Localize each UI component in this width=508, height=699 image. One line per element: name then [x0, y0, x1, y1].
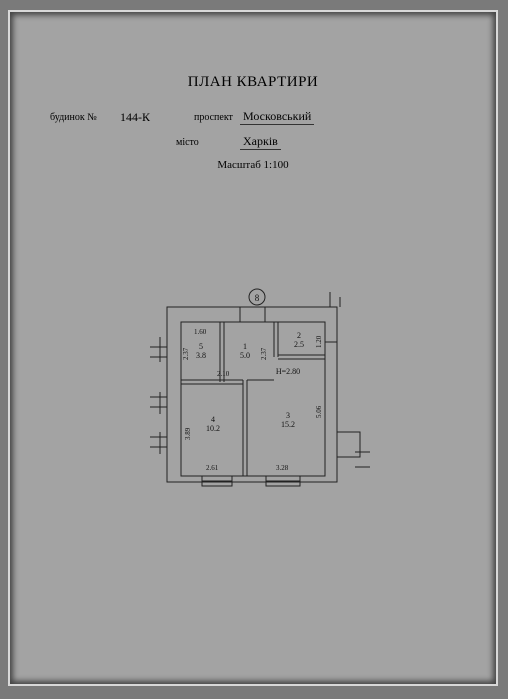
city-name: Харків — [240, 134, 281, 150]
right-stub-top — [329, 292, 341, 307]
city-label: місто — [176, 137, 199, 148]
left-stub-1 — [150, 346, 167, 358]
left-stub-3 — [150, 436, 167, 448]
dim-1-20: 1.20 — [315, 335, 323, 348]
building-label: будинок № — [50, 112, 97, 123]
room-4-area: 10.2 — [206, 424, 220, 433]
outer-wall-inner — [180, 321, 326, 477]
room-3-area: 15.2 — [281, 420, 295, 429]
building-number: 144-К — [120, 110, 150, 124]
dim-2-37a: 2.37 — [182, 347, 190, 360]
room-2-id: 2 — [297, 331, 301, 340]
right-wall-extension — [337, 431, 361, 458]
room-5-id: 5 — [199, 342, 203, 351]
street-name: Московський — [240, 109, 315, 125]
axis-marker-label: 8 — [255, 293, 260, 303]
room-1-id: 1 — [243, 342, 247, 351]
street-type-label: проспект — [194, 112, 233, 123]
dim-1-60: 1.60 — [194, 328, 207, 336]
room-4-id: 4 — [211, 415, 215, 424]
room-3-id: 3 — [286, 411, 290, 420]
ceiling-height-label: Н=2.80 — [276, 367, 300, 376]
dim-2-10: 2.10 — [217, 370, 230, 378]
scale-label: Масштаб 1:100 — [217, 159, 289, 171]
dim-2-61: 2.61 — [206, 464, 219, 472]
right-stub-bottom — [355, 451, 370, 468]
outer-wall-outer — [166, 306, 338, 483]
room-2-area: 2.5 — [294, 340, 304, 349]
left-stub-2 — [150, 396, 167, 408]
floor-plan: 8 5 3.8 1 5.0 2 2.5 4 10.2 3 15.2 Н=2.80… — [150, 288, 370, 487]
dim-2-37b: 2.37 — [260, 347, 268, 360]
axis-marker-circle — [248, 288, 266, 306]
page-title: ПЛАН КВАРТИРИ — [187, 74, 319, 90]
dim-5-06: 5.06 — [315, 405, 323, 418]
document-sheet: ПЛАН КВАРТИРИ будинок № 144-К проспект М… — [10, 12, 496, 684]
room-5-area: 3.8 — [196, 351, 206, 360]
room-1-area: 5.0 — [240, 351, 250, 360]
dim-3-28: 3.28 — [276, 464, 289, 472]
dim-3-89: 3.89 — [184, 427, 192, 440]
